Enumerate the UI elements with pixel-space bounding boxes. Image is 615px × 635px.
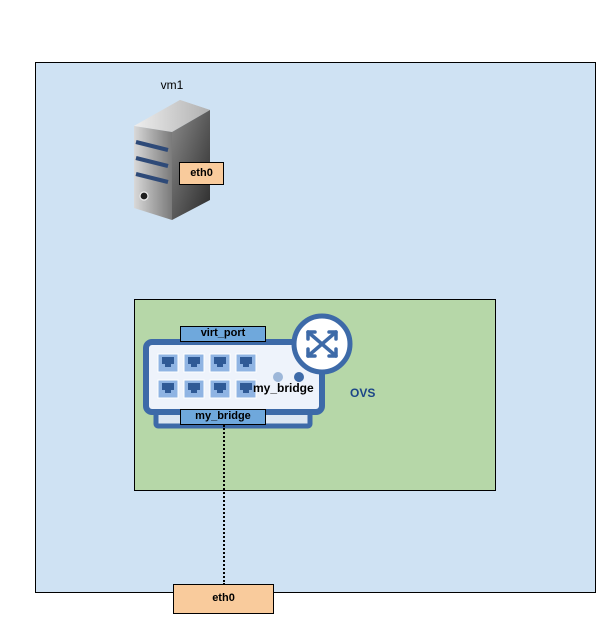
virt-port-tag[interactable]: virt_port (180, 326, 266, 342)
vm-name: vm1 (160, 78, 184, 92)
bridge-port-tag[interactable]: my_bridge (180, 409, 266, 425)
bridge-name-label: my_bridge (253, 381, 314, 395)
host-eth0-interface[interactable]: eth0 (173, 584, 274, 614)
ovs-label: OVS (350, 386, 376, 400)
router-arrows-icon (291, 313, 353, 375)
bridge-to-eth0-link (223, 425, 225, 585)
network-switch-icon[interactable] (138, 310, 358, 432)
vm-eth0-interface[interactable]: eth0 (179, 162, 224, 185)
server-tower-icon[interactable] (128, 96, 218, 224)
